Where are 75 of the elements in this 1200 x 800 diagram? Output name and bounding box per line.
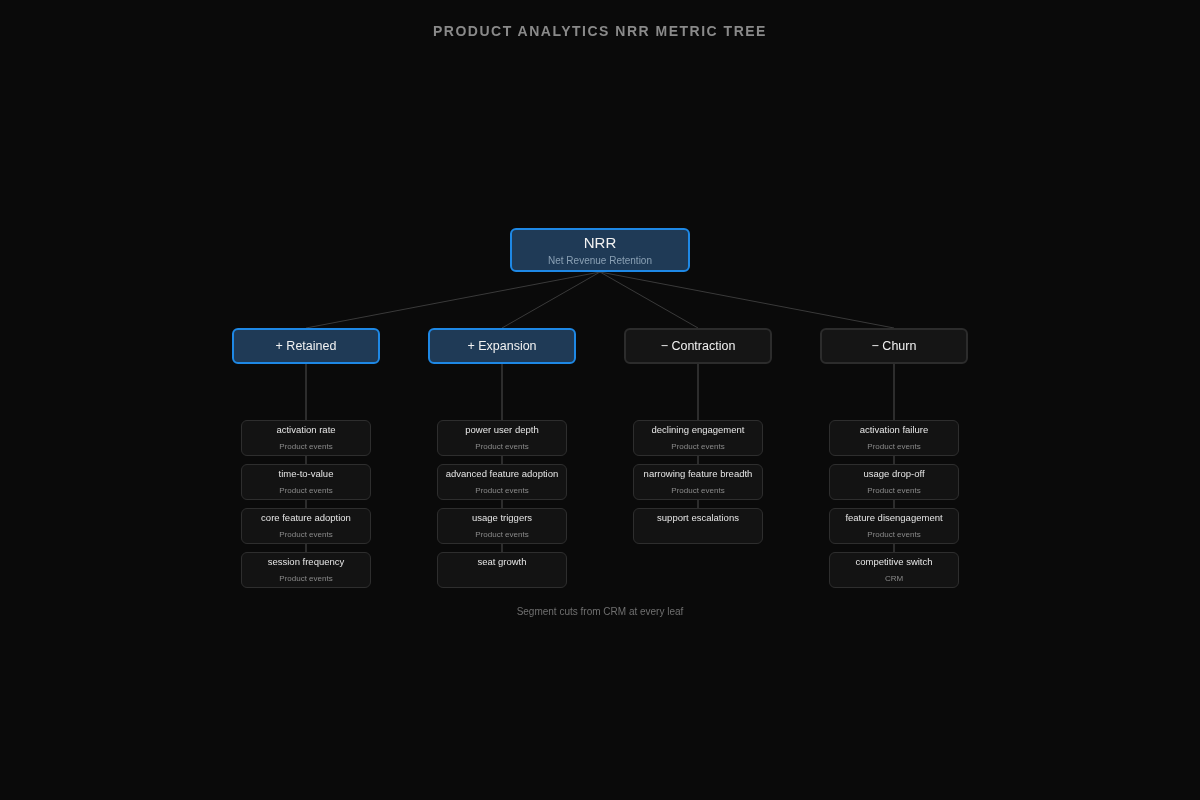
metric-name: core feature adoption (261, 512, 351, 523)
data-source: Product events (279, 442, 333, 451)
metric-name: − Churn (871, 339, 917, 353)
metric-name: + Retained (275, 339, 337, 353)
connector-line (305, 543, 307, 553)
data-source: Product events (279, 486, 333, 495)
connector-line (305, 499, 307, 509)
data-source: Product events (867, 442, 921, 451)
data-source: Product events (671, 442, 725, 451)
connector-line (305, 363, 307, 421)
category-box (232, 328, 380, 364)
data-source: Product events (867, 486, 921, 495)
metric-box (829, 464, 959, 500)
metric-name: activation rate (276, 424, 336, 435)
data-source: Product events (279, 574, 333, 583)
connector-line (697, 455, 699, 465)
metric-box (437, 552, 567, 588)
metric-name: narrowing feature breadth (643, 468, 753, 479)
category-box (624, 328, 772, 364)
metric-box (437, 464, 567, 500)
connector-line (501, 363, 503, 421)
connector-line (305, 455, 307, 465)
metric-box (829, 552, 959, 588)
metric-box (829, 508, 959, 544)
root-metric-box (510, 228, 690, 272)
metric-name: activation failure (859, 424, 929, 435)
metric-name: usage triggers (471, 512, 533, 523)
data-source: Product events (671, 486, 725, 495)
metric-box (829, 420, 959, 456)
connector-line (501, 543, 503, 553)
metric-name: power user depth (465, 424, 539, 435)
category-box (428, 328, 576, 364)
data-source: Product events (867, 530, 921, 539)
connector-line (305, 271, 601, 329)
metric-name: − Contraction (660, 339, 736, 353)
diagram-caption: Segment cuts from CRM at every leaf (515, 606, 685, 617)
data-source: Product events (279, 530, 333, 539)
data-source: Product events (475, 442, 529, 451)
connector-line (893, 499, 895, 509)
metric-box (241, 464, 371, 500)
metric-name: competitive switch (855, 556, 933, 567)
metric-box (633, 508, 763, 544)
metric-name: usage drop-off (863, 468, 925, 479)
metric-box (241, 420, 371, 456)
connector-line (893, 455, 895, 465)
metric-box (437, 508, 567, 544)
connector-line (697, 499, 699, 509)
connector-line (501, 271, 601, 329)
metric-name: NRR (583, 234, 617, 251)
diagram-title: PRODUCT ANALYTICS NRR METRIC TREE (432, 23, 768, 39)
metric-subtitle: Net Revenue Retention (548, 255, 652, 266)
metric-box (633, 464, 763, 500)
metric-name: advanced feature adoption (445, 468, 559, 479)
connector-line (893, 543, 895, 553)
metric-box (241, 508, 371, 544)
metric-name: declining engagement (651, 424, 745, 435)
connector-line (893, 363, 895, 421)
connector-line (501, 499, 503, 509)
connector-line (697, 363, 699, 421)
metric-name: support escalations (657, 512, 739, 523)
data-source: CRM (884, 574, 904, 583)
metric-name: session frequency (267, 556, 345, 567)
metric-name: seat growth (477, 556, 527, 567)
connector-line (599, 271, 895, 329)
metric-name: feature disengagement (845, 512, 943, 523)
connector-line (501, 455, 503, 465)
data-source: Product events (475, 530, 529, 539)
connector-line (599, 271, 699, 329)
metric-box (437, 420, 567, 456)
category-box (820, 328, 968, 364)
metric-name: time-to-value (278, 468, 334, 479)
metric-box (633, 420, 763, 456)
metric-box (241, 552, 371, 588)
metric-name: + Expansion (467, 339, 537, 353)
data-source: Product events (475, 486, 529, 495)
